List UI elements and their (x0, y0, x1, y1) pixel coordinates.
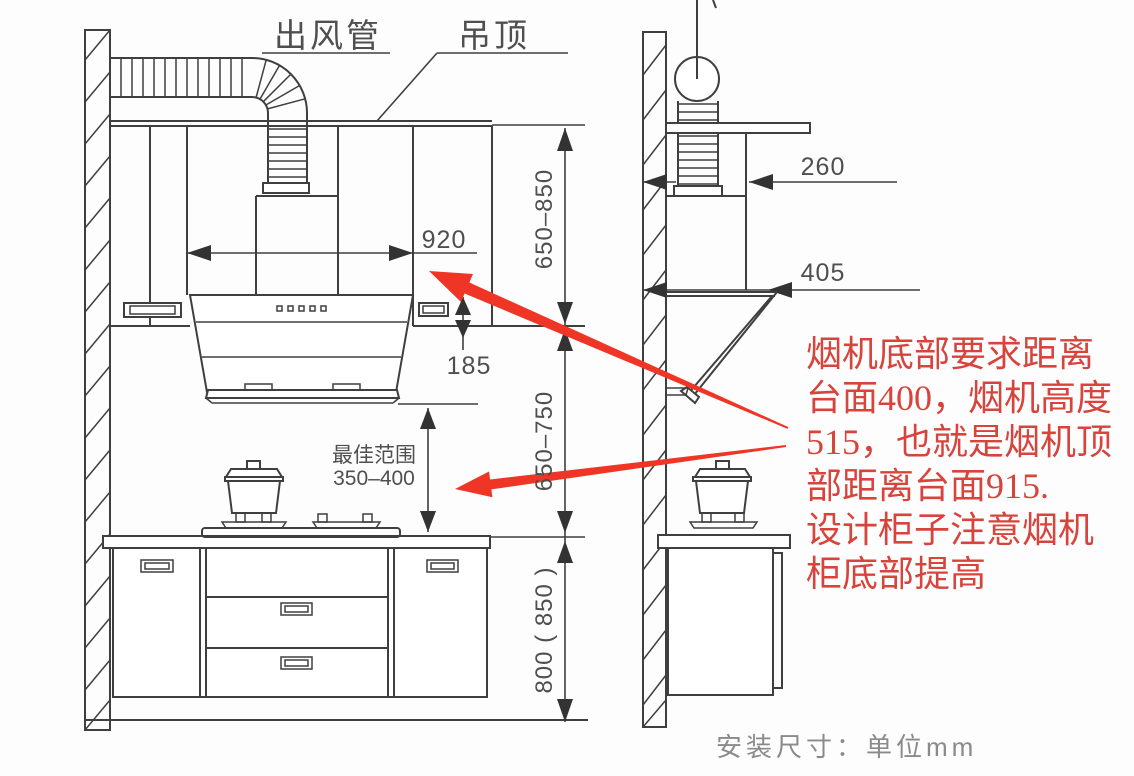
annotation-line: 烟机底部要求距离 (806, 334, 1095, 374)
side-wall (642, 31, 667, 728)
front-dimensions (187, 52, 573, 722)
exhaust-duct-side (665, 0, 811, 197)
cooktop-front (102, 460, 585, 549)
countertop-side (657, 534, 791, 549)
range-hood-side (666, 291, 778, 405)
door-handle (140, 559, 174, 573)
front-view (84, 29, 588, 731)
ceiling-board-side (665, 122, 811, 134)
dim-chimney-depth: 260 (800, 153, 846, 181)
base-cabinet-side (667, 547, 783, 696)
annotation-line: 设计柜子注意烟机 (806, 510, 1095, 550)
wall-cabinets-front (110, 126, 585, 327)
drawer-handle (280, 656, 313, 670)
ceiling-line (110, 120, 492, 127)
side-view (642, 0, 920, 728)
dim-hood-to-counter: 650–750 (531, 390, 558, 492)
side-wall-hatch (642, 44, 667, 728)
exhaust-duct-front (110, 57, 310, 194)
pot-side (688, 460, 759, 529)
units-caption: 安装尺寸：单位mm (716, 732, 978, 762)
annotation-line: 部距离台面915. (806, 466, 1050, 506)
red-arrow-upper (429, 271, 789, 429)
optimal-range-value: 350–400 (333, 467, 415, 490)
range-hood-front (188, 294, 415, 404)
gas-burner (311, 513, 382, 529)
dim-hood-width: 920 (421, 226, 467, 254)
pot-front (220, 460, 288, 529)
annotation-line: 515，也就是烟机顶 (806, 422, 1113, 462)
dim-hood-to-ceiling: 650–850 (531, 168, 558, 270)
annotation-arrows (429, 271, 789, 498)
door-handle (426, 559, 459, 573)
base-cabinet-front (112, 547, 488, 698)
hood-buttons (276, 305, 327, 312)
dim-hood-upper-height: 185 (446, 352, 492, 380)
annotation-line: 柜底部提高 (806, 554, 987, 594)
cabinet-handle (123, 302, 182, 318)
red-arrow-lower (455, 445, 787, 498)
dim-counter-height: 800 ( 850 ) (531, 566, 558, 694)
duct-label: 出风管 (274, 17, 382, 54)
front-wall-hatch (84, 29, 111, 731)
optimal-range-label: 最佳范围 (332, 444, 416, 467)
ceiling-label: 吊顶 (458, 17, 530, 54)
front-wall (84, 29, 111, 731)
dim-hood-depth: 405 (800, 259, 846, 287)
annotation-line: 台面400，烟机高度 (806, 378, 1113, 418)
drawer-handle (280, 602, 313, 616)
